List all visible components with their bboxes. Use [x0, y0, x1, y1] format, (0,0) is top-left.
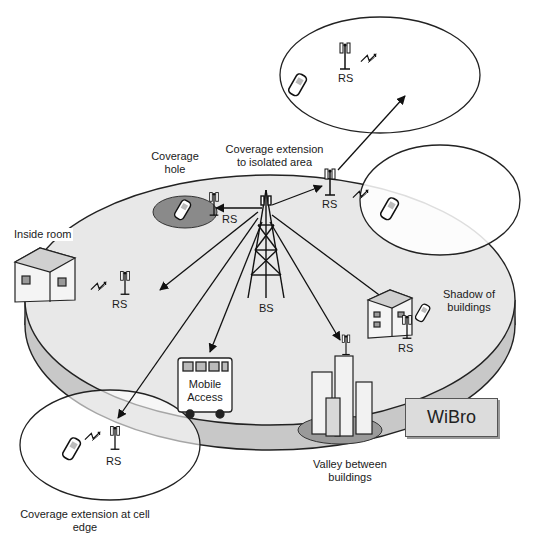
rs-antenna — [340, 43, 350, 69]
house — [15, 248, 75, 302]
callout-label: Coverage extension to isolated area — [222, 143, 327, 169]
rs-antenna — [325, 169, 335, 195]
callout-label: Mobile Access — [178, 378, 232, 404]
bs-label: BS — [257, 302, 276, 315]
bus — [178, 358, 232, 418]
wireless-link — [353, 190, 368, 198]
wireless-link — [361, 54, 376, 62]
rs-antenna — [403, 316, 412, 339]
callout-label: Coverage hole — [140, 150, 210, 176]
isolated-area-circle — [280, 17, 480, 133]
network-name-box: WiBro — [405, 398, 498, 437]
callout-label: Valley between buildings — [290, 458, 410, 484]
rs-label: RS — [398, 342, 413, 355]
mobile-phone — [287, 72, 308, 97]
building — [368, 290, 412, 338]
rs-antenna — [342, 335, 350, 355]
callout-label: Shadow of buildings — [428, 288, 510, 314]
wireless-link — [91, 282, 106, 290]
skyscrapers — [312, 356, 372, 436]
wireless-link — [85, 432, 100, 440]
callout-label: Coverage extension at cell edge — [20, 508, 150, 534]
box-text: WiBro — [427, 407, 476, 428]
cell-edge-circle — [20, 390, 200, 500]
bs-links — [118, 96, 405, 418]
rs-label: RS — [338, 72, 353, 85]
mobile-phone — [173, 199, 191, 221]
rs-antenna — [111, 427, 120, 450]
rs-label: RS — [106, 455, 121, 468]
mobile-phone — [379, 196, 400, 221]
rs-antenna — [121, 272, 130, 295]
mobile-phone — [414, 303, 430, 323]
coverage-hole — [153, 196, 217, 228]
rs-label: RS — [322, 198, 337, 211]
relay-circle — [360, 145, 520, 255]
rs-antenna — [210, 193, 219, 216]
callout-label: Inside room — [12, 228, 73, 241]
rs-label: RS — [112, 298, 127, 311]
bs-tower — [248, 190, 284, 298]
mobile-phone — [61, 436, 82, 461]
rs-label: RS — [222, 213, 237, 226]
